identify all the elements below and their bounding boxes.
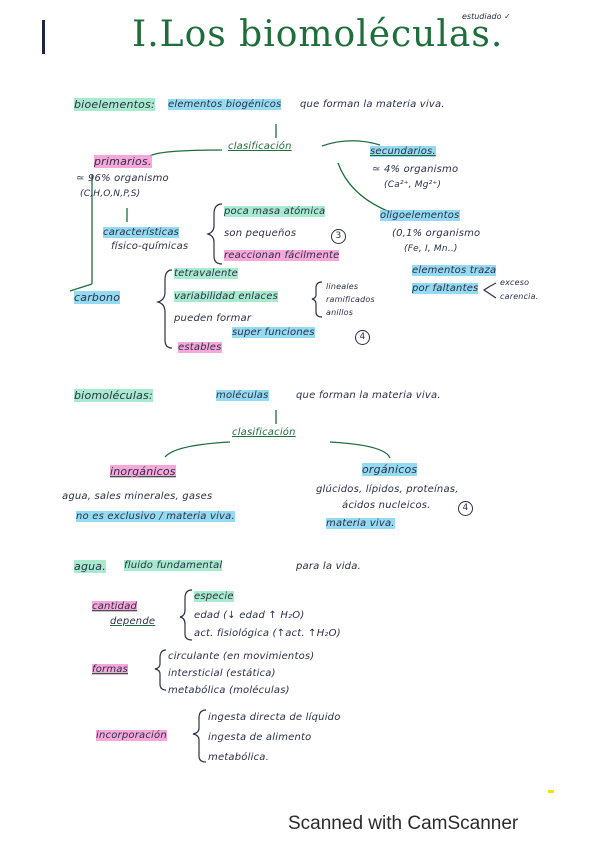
primarios-label: primarios. — [94, 155, 152, 168]
inorganicos-label: inorgánicos — [110, 465, 176, 478]
inorganicos-highlight: no es exclusivo / materia viva. — [76, 511, 235, 522]
caracteristica-item-1: poca masa atómica — [224, 206, 326, 217]
biomoleculas-clasificacion: clasificación — [232, 427, 296, 438]
oligoelementos-elements: (Fe, I, Mn..) — [404, 244, 458, 254]
secundarios-label: secundarios. — [370, 146, 436, 157]
cantidad-item-3: act. fisiológica (↑act. ↑H₂O) — [194, 628, 341, 639]
caracteristicas-label: características — [103, 227, 180, 238]
caracteristica-item-3: reaccionan fácilmente — [224, 250, 340, 261]
organicos-text-2: ácidos nucleicos. — [342, 500, 431, 511]
elementos-traza-highlight: elementos traza — [412, 265, 497, 276]
organicos-label: orgánicos — [362, 463, 418, 476]
page-title: I.Los biomoléculas. — [132, 14, 504, 55]
agua-definition: para la vida. — [296, 561, 361, 572]
por-faltantes-highlight: por faltantes — [412, 283, 479, 294]
formas-item-1: circulante (en movimientos) — [168, 651, 315, 662]
bioelementos-definition: que forman la materia viva. — [300, 99, 445, 110]
incorporacion-item-2: ingesta de alimento — [208, 732, 312, 743]
scanner-watermark: Scanned with CamScanner — [288, 813, 519, 834]
exceso-label: exceso — [500, 278, 530, 287]
carbono-item-2: variabilidad enlaces — [174, 291, 279, 302]
agua-definition-highlight: fluido fundamental — [124, 560, 223, 571]
badge-3: 3 — [331, 229, 346, 244]
carbono-label: carbono — [74, 291, 121, 304]
bioelementos-label: bioelementos: — [74, 98, 155, 111]
primarios-percent: ≃ 96% organismo — [76, 173, 169, 184]
caracteristica-item-2: son pequeños — [224, 228, 297, 239]
carbono-sub-2: ramificados — [326, 295, 375, 304]
bioelementos-definition-highlight: elementos biogénicos — [168, 99, 282, 110]
carbono-sub-1: lineales — [326, 282, 359, 291]
organicos-highlight: materia viva. — [326, 518, 395, 529]
biomoleculas-label: biomoléculas: — [74, 389, 153, 402]
caracteristicas-label-2: físico-químicas — [111, 241, 189, 252]
oligoelementos-percent: (0,1% organismo — [392, 228, 481, 239]
incorporacion-label: incorporación — [96, 730, 167, 741]
organicos-text: glúcidos, lípidos, proteínas, — [316, 484, 459, 495]
carbono-item-5: estables — [178, 342, 222, 353]
agua-label: agua. — [74, 560, 106, 573]
badge-4-carbono: 4 — [355, 330, 370, 345]
secundarios-elements: (Ca²⁺, Mg²⁺) — [384, 180, 442, 190]
biomoleculas-definition-highlight: moléculas — [216, 390, 269, 401]
carbono-item-3: pueden formar — [174, 313, 252, 324]
cantidad-item-1: especie — [194, 591, 234, 602]
formas-item-3: metabólica (moléculas) — [168, 685, 290, 696]
carencia-label: carencia. — [500, 292, 539, 301]
formas-label: formas — [92, 664, 129, 675]
cantidad-item-2: edad (↓ edad ↑ H₂O) — [194, 610, 305, 621]
cantidad-label: cantidad — [92, 601, 138, 612]
bioelementos-clasificacion: clasificación — [228, 141, 292, 152]
primarios-elements: (C,H,O,N,P,S) — [80, 189, 141, 199]
carbono-item-1: tetravalente — [174, 268, 239, 279]
biomoleculas-definition: que forman la materia viva. — [296, 390, 441, 401]
oligoelementos-label: oligoelementos — [380, 210, 460, 221]
yellow-mark — [548, 790, 554, 793]
inorganicos-text: agua, sales minerales, gases — [62, 491, 213, 502]
secundarios-percent: ≃ 4% organismo — [372, 164, 459, 175]
studied-note: estudiado ✓ — [462, 12, 511, 21]
incorporacion-item-1: ingesta directa de líquido — [208, 712, 341, 723]
cantidad-label-2: depende — [110, 616, 156, 627]
badge-4-organicos: 4 — [458, 501, 473, 516]
formas-item-2: intersticial (estática) — [168, 668, 276, 679]
carbono-sub-3: anillos — [326, 308, 354, 317]
carbono-item-4: super funciones — [232, 327, 315, 338]
incorporacion-item-3: metabólica. — [208, 752, 269, 763]
margin-mark — [42, 20, 45, 54]
